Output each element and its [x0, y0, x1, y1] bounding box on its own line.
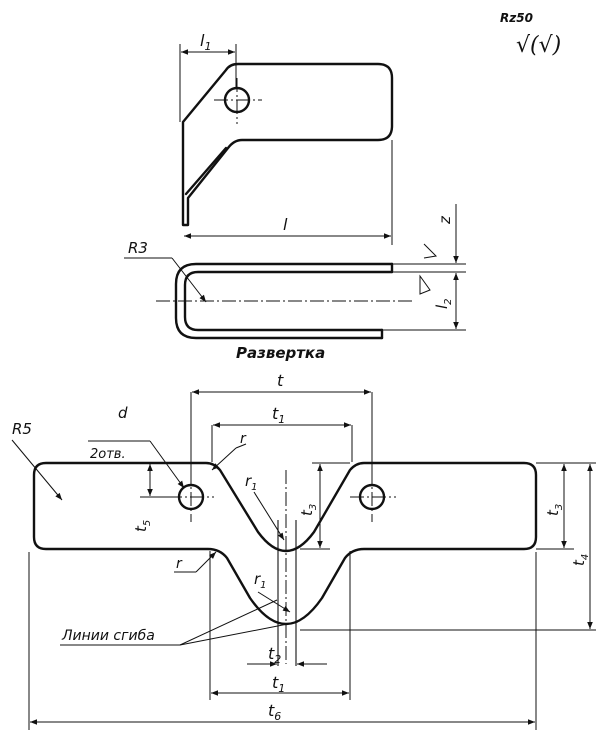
t-label: t [277, 371, 284, 390]
r3-leader [171, 257, 207, 303]
top-view: l1 l [179, 31, 394, 245]
hole-diameter-label: d [118, 404, 128, 422]
r5-leader [11, 439, 63, 501]
r-lower-leader [195, 551, 217, 573]
r1-lower-leader [257, 591, 291, 613]
bend-lines-leader-b [179, 621, 299, 646]
t4-label: t4 [570, 554, 591, 566]
r3-label: R3 [128, 239, 148, 257]
r1-upper-leader [253, 491, 285, 541]
t5-label: t5 [132, 520, 153, 532]
bend-lines-label: Линии сгиба [61, 628, 155, 644]
t3-right-label: t3 [544, 504, 565, 516]
roughness-value: Rz50 [500, 11, 533, 25]
top-view-inner-edge [184, 146, 228, 196]
hole-count-label: 2отв. [90, 447, 126, 462]
l2-label: l2 [433, 298, 454, 309]
angle-mark-upper [423, 243, 438, 259]
l1-label: l1 [200, 31, 211, 53]
r-lower-label: r [176, 556, 183, 572]
t1-upper-label: t1 [272, 404, 285, 426]
bend-lines-leader-a [179, 599, 278, 646]
top-view-outline [181, 62, 394, 227]
t6-label: t6 [268, 701, 281, 723]
flat-pattern-outline [32, 461, 538, 625]
r1-lower-label: r1 [254, 570, 267, 591]
side-view-outer-fold [174, 262, 394, 340]
r1-upper-label: r1 [245, 472, 258, 493]
angle-mark-lower [419, 274, 431, 295]
t1-lower-label: t1 [272, 673, 285, 695]
development-caption: Развертка [236, 344, 325, 362]
flat-pattern: R5 d 2отв. t t1 r r1 t3 t5 [11, 371, 596, 730]
side-view: R3 z l2 [124, 204, 466, 340]
r-upper-shelf [235, 443, 247, 449]
r-upper-label: r [240, 431, 247, 447]
roughness-symbol: √(√) [516, 33, 561, 58]
r5-label: R5 [12, 420, 32, 438]
l-label: l [283, 215, 288, 234]
roughness-mark: Rz50 √(√) [500, 11, 561, 58]
r-upper-leader [211, 447, 237, 471]
hole-callout-leader [149, 440, 185, 489]
t3-mid-label: t3 [298, 504, 319, 516]
t2-label: t2 [268, 644, 281, 666]
z-label: z [436, 215, 454, 225]
